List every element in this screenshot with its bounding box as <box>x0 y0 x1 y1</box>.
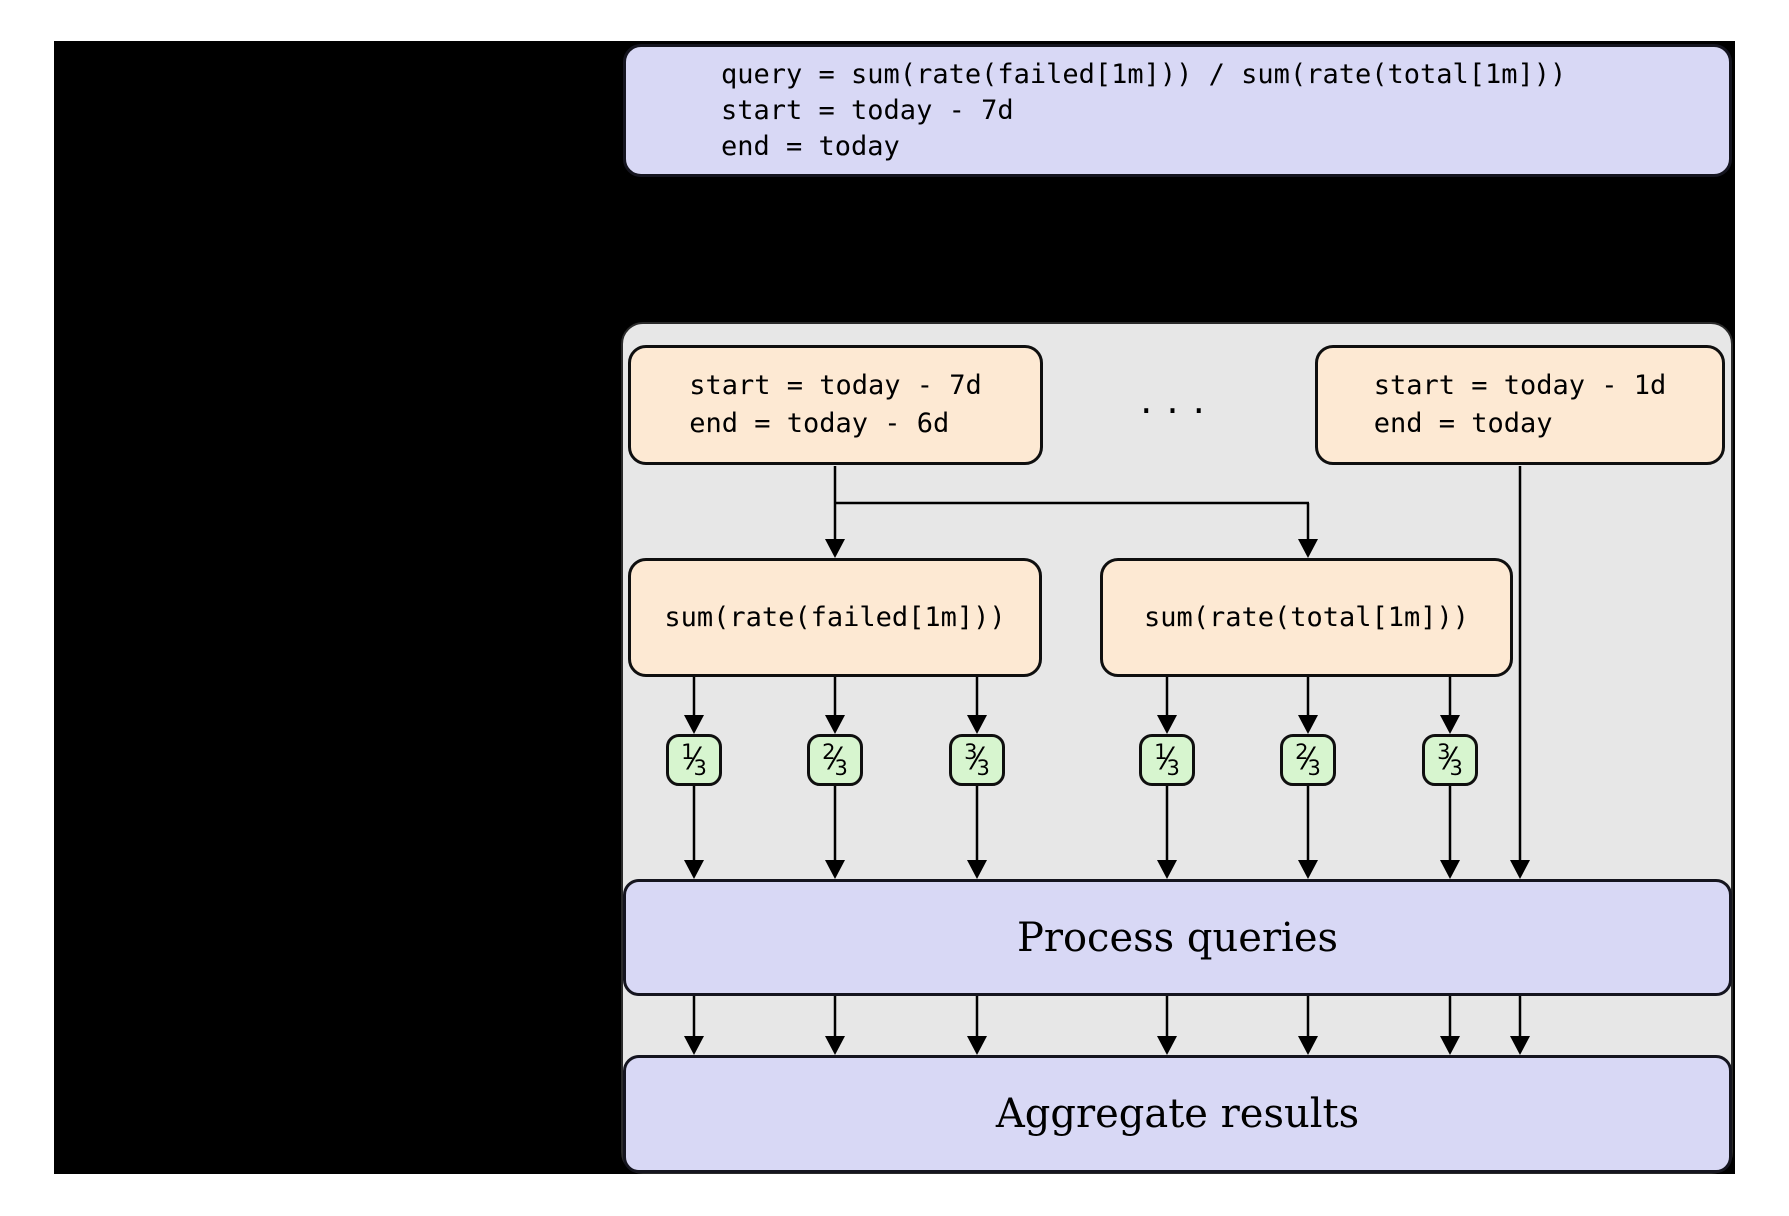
shard-numerator: 1 <box>681 740 695 764</box>
ellipsis: ... <box>1136 383 1216 421</box>
query-box-failed: sum(rate(failed[1m])) <box>628 558 1042 677</box>
fraction-slash-icon: ⁄ <box>1164 742 1170 777</box>
fraction-slash-icon: ⁄ <box>1305 742 1311 777</box>
range-box-line: start = today - 1d <box>1373 370 1667 401</box>
query-box-total: sum(rate(total[1m])) <box>1100 558 1513 677</box>
aggregate-results-bar: Aggregate results <box>623 1055 1732 1173</box>
range-box-line: start = today - 7d <box>689 370 982 401</box>
shard-numerator: 2 <box>822 740 836 764</box>
shard-denominator: 3 <box>1449 756 1463 780</box>
process-queries-label: Process queries <box>1016 914 1339 961</box>
shard-denominator: 3 <box>834 756 848 780</box>
shard-denominator: 3 <box>693 756 707 780</box>
fraction-slash-icon: ⁄ <box>974 742 980 777</box>
shard-numerator: 1 <box>1154 740 1168 764</box>
code-line-query: query = sum(rate(failed[1m])) / sum(rate… <box>721 58 1567 90</box>
code-line-start: start = today - 7d <box>721 94 1014 126</box>
query-box-label: sum(rate(total[1m])) <box>1143 601 1470 633</box>
range-box-last-day: start = today - 1d end = today <box>1315 345 1725 465</box>
shard-numerator: 3 <box>964 740 978 764</box>
shard-badge-1of3: 1⁄3 <box>666 734 722 786</box>
code-line-end: end = today <box>721 130 900 162</box>
shard-badge-3of3: 3⁄3 <box>949 734 1005 786</box>
fraction-slash-icon: ⁄ <box>691 742 697 777</box>
shard-badge-1of3: 1⁄3 <box>1139 734 1195 786</box>
range-box-line: end = today - 6d <box>689 408 950 439</box>
range-box-first-day: start = today - 7d end = today - 6d <box>628 345 1043 465</box>
shard-badge-2of3: 2⁄3 <box>1280 734 1336 786</box>
shard-denominator: 3 <box>976 756 990 780</box>
query-code-box: query = sum(rate(failed[1m])) / sum(rate… <box>623 44 1732 177</box>
shard-denominator: 3 <box>1166 756 1180 780</box>
aggregate-results-label: Aggregate results <box>995 1091 1360 1137</box>
shard-badge-3of3: 3⁄3 <box>1422 734 1478 786</box>
range-box-line: end = today <box>1373 408 1553 439</box>
query-box-label: sum(rate(failed[1m])) <box>664 601 1006 633</box>
shard-numerator: 3 <box>1437 740 1451 764</box>
shard-denominator: 3 <box>1307 756 1321 780</box>
shard-numerator: 2 <box>1295 740 1309 764</box>
fraction-slash-icon: ⁄ <box>1447 742 1453 777</box>
process-queries-bar: Process queries <box>623 879 1732 996</box>
shard-badge-2of3: 2⁄3 <box>807 734 863 786</box>
fraction-slash-icon: ⁄ <box>832 742 838 777</box>
